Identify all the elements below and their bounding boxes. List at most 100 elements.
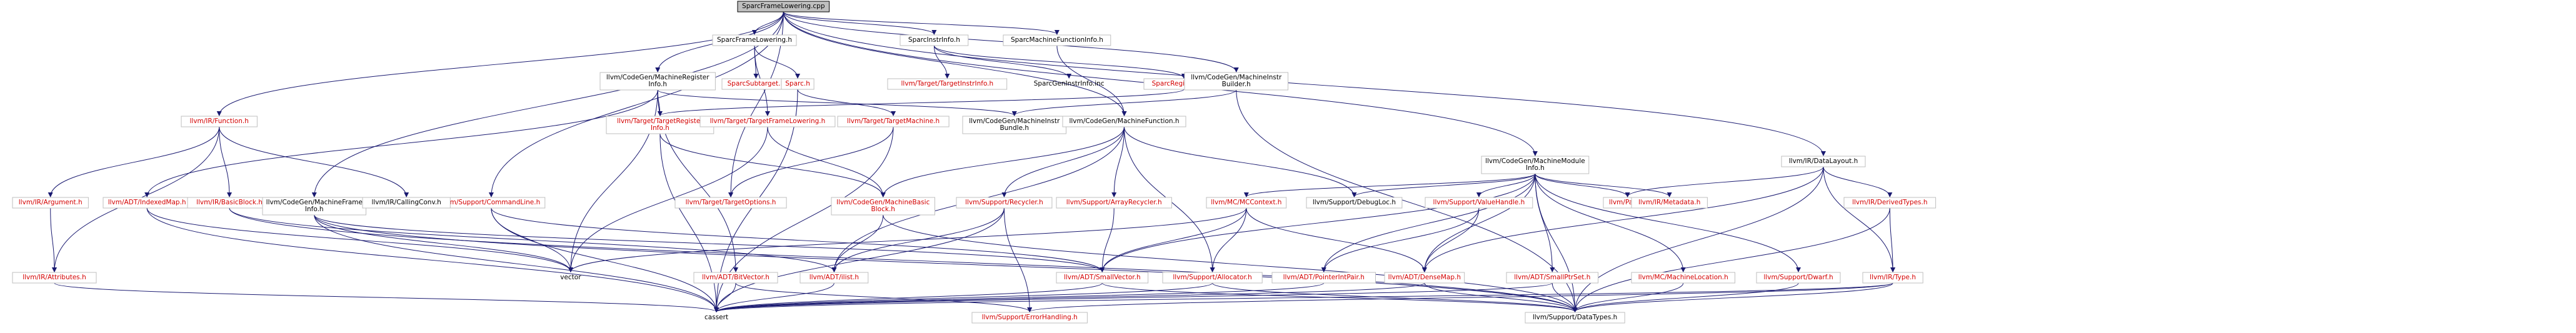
node-ir-function[interactable]: llvm/IR/Function.h bbox=[181, 116, 258, 127]
node-label: llvm/CodeGen/MachineFrame bbox=[266, 199, 363, 206]
node-dwarf[interactable]: llvm/Support/Dwarf.h bbox=[1756, 272, 1841, 284]
node-recycler[interactable]: llvm/Support/Recycler.h bbox=[956, 197, 1053, 209]
node-ir-type[interactable]: llvm/IR/Type.h bbox=[1862, 272, 1923, 284]
edge-mmi-h-to-debugloc bbox=[1351, 173, 1536, 197]
node-derivedtypes[interactable]: llvm/IR/DerivedTypes.h bbox=[1843, 197, 1937, 209]
node-arrayrecycler[interactable]: llvm/Support/ArrayRecycler.h bbox=[1056, 197, 1172, 209]
edge-sreginfo-to-target-reginfo bbox=[658, 89, 1185, 116]
node-label: llvm/Target/TargetRegister bbox=[617, 117, 703, 125]
node-root[interactable]: SparcFrameLowering.cpp bbox=[737, 1, 830, 12]
node-label: llvm/CodeGen/MachineBasic bbox=[836, 199, 930, 206]
node-label: llvm/Target/TargetMachine.h bbox=[847, 117, 940, 125]
node-box bbox=[962, 116, 1066, 134]
node-metadata[interactable]: llvm/IR/Metadata.h bbox=[1631, 197, 1708, 209]
edge-ir-function-to-callingconv bbox=[219, 126, 409, 197]
node-attributes[interactable]: llvm/IR/Attributes.h bbox=[12, 272, 97, 284]
node-debugloc[interactable]: llvm/Support/DebugLoc.h bbox=[1306, 197, 1403, 209]
node-smallvector[interactable]: llvm/ADT/SmallVector.h bbox=[1056, 272, 1149, 284]
node-box bbox=[1384, 272, 1465, 284]
node-box bbox=[1781, 156, 1866, 167]
edge-root-to-commandline bbox=[488, 11, 784, 197]
edge-mmi-h-to-valuehandle bbox=[1476, 173, 1536, 197]
node-allocator[interactable]: llvm/Support/Allocator.h bbox=[1162, 272, 1263, 284]
node-box bbox=[1862, 272, 1923, 284]
edge-target-reginfo-to-mbb-h bbox=[659, 133, 886, 197]
node-smallptrset[interactable]: llvm/ADT/SmallPtrSet.h bbox=[1506, 272, 1599, 284]
node-target-options[interactable]: llvm/Target/TargetOptions.h bbox=[674, 197, 787, 209]
edge-datalayout-to-densemap bbox=[1421, 166, 1824, 272]
edge-root-to-mf-h bbox=[783, 11, 1127, 116]
node-box bbox=[1056, 197, 1172, 209]
node-smfi-h[interactable]: SparcMachineFunctionInfo.h bbox=[1003, 34, 1111, 46]
edge-derivedtypes-to-datatypes bbox=[1572, 207, 1890, 312]
node-label: llvm/Target/TargetInstrInfo.h bbox=[901, 80, 994, 87]
node-label: llvm/Support/CommandLine.h bbox=[443, 199, 541, 206]
edge-commandline-to-cassert bbox=[491, 207, 719, 312]
edge-mmi-h-to-metadata bbox=[1535, 173, 1672, 197]
edge-smallvector-to-cassert bbox=[714, 282, 1103, 312]
node-basicblock[interactable]: llvm/IR/BasicBlock.h bbox=[187, 197, 272, 209]
node-sii-h[interactable]: SparcInstrInfo.h bbox=[900, 34, 969, 46]
node-label: llvm/ADT/IndexedMap.h bbox=[108, 199, 186, 206]
node-label: llvm/CodeGen/MachineInstr bbox=[1191, 74, 1282, 81]
node-valuehandle[interactable]: llvm/Support/ValueHandle.h bbox=[1425, 197, 1533, 209]
node-label: llvm/IR/Attributes.h bbox=[23, 274, 86, 281]
edge-target-reginfo-to-cassert bbox=[659, 133, 719, 312]
node-box bbox=[181, 116, 258, 127]
node-ssubtarget[interactable]: SparcSubtarget.h bbox=[721, 78, 791, 90]
node-box bbox=[1062, 116, 1186, 127]
edge-mf-h-to-mbb-h bbox=[880, 126, 1125, 197]
edge-mfi-h-to-smallvector bbox=[314, 214, 1105, 272]
edge-basicblock-to-datatypes bbox=[229, 207, 1578, 312]
node-mccontext[interactable]: llvm/MC/MCContext.h bbox=[1206, 197, 1287, 209]
node-densemap[interactable]: llvm/ADT/DenseMap.h bbox=[1384, 272, 1465, 284]
node-label: llvm/IR/DataLayout.h bbox=[1789, 157, 1858, 165]
node-label: llvm/IR/DerivedTypes.h bbox=[1852, 199, 1927, 206]
node-ilist[interactable]: llvm/ADT/ilist.h bbox=[799, 272, 869, 284]
node-target-machine[interactable]: llvm/Target/TargetMachine.h bbox=[837, 116, 950, 127]
node-label: SparcFrameLowering.cpp bbox=[742, 2, 825, 10]
node-mclocation[interactable]: llvm/MC/MachineLocation.h bbox=[1631, 272, 1735, 284]
node-label: Builder.h bbox=[1222, 81, 1251, 88]
node-target-framelowering[interactable]: llvm/Target/TargetFrameLowering.h bbox=[699, 116, 836, 127]
node-indexedmap[interactable]: llvm/ADT/IndexedMap.h bbox=[103, 197, 191, 209]
node-ir-argument[interactable]: llvm/IR/Argument.h bbox=[12, 197, 89, 209]
edge-indexedmap-to-vector bbox=[146, 207, 573, 272]
node-label: llvm/ADT/SmallVector.h bbox=[1064, 274, 1141, 281]
edge-attributes-to-cassert bbox=[54, 282, 719, 312]
node-cassert: cassert bbox=[704, 314, 728, 321]
edge-mmi-h-to-dwarf bbox=[1535, 173, 1801, 272]
node-mf-h[interactable]: llvm/CodeGen/MachineFunction.h bbox=[1062, 116, 1186, 127]
edge-basicblock-to-ilist bbox=[229, 207, 837, 272]
node-target-instrinfo[interactable]: llvm/Target/TargetInstrInfo.h bbox=[887, 78, 1008, 90]
node-label: llvm/Support/DataTypes.h bbox=[1533, 314, 1618, 321]
node-datatypes[interactable]: llvm/Support/DataTypes.h bbox=[1525, 312, 1625, 324]
node-errorhandling[interactable]: llvm/Support/ErrorHandling.h bbox=[971, 312, 1088, 324]
edge-sii-h-to-sgeninstr bbox=[933, 45, 1072, 79]
node-label: Sparc.h bbox=[785, 80, 810, 87]
edge-mclocation-to-datatypes bbox=[1572, 282, 1684, 312]
edge-root-to-sii-h bbox=[783, 11, 937, 35]
node-datalayout[interactable]: llvm/IR/DataLayout.h bbox=[1781, 156, 1866, 167]
node-sparc-h[interactable]: Sparc.h bbox=[781, 78, 814, 90]
node-label: llvm/Support/ArrayRecycler.h bbox=[1066, 199, 1162, 206]
node-label: SparcInstrInfo.h bbox=[908, 36, 960, 44]
node-box bbox=[262, 197, 366, 216]
node-sfl-h[interactable]: SparcFrameLowering.h bbox=[712, 34, 797, 46]
node-box bbox=[1056, 272, 1149, 284]
node-pointerintpair[interactable]: llvm/ADT/PointerIntPair.h bbox=[1271, 272, 1376, 284]
edge-mbb-h-to-ilist bbox=[831, 214, 884, 272]
edge-sii-h-to-target-instrinfo bbox=[933, 45, 950, 79]
node-label: llvm/IR/Metadata.h bbox=[1638, 199, 1700, 206]
node-box bbox=[837, 116, 950, 127]
node-bitvector[interactable]: llvm/ADT/BitVector.h bbox=[693, 272, 778, 284]
node-commandline[interactable]: llvm/Support/CommandLine.h bbox=[437, 197, 546, 209]
node-callingconv[interactable]: llvm/IR/CallingConv.h bbox=[362, 197, 451, 209]
